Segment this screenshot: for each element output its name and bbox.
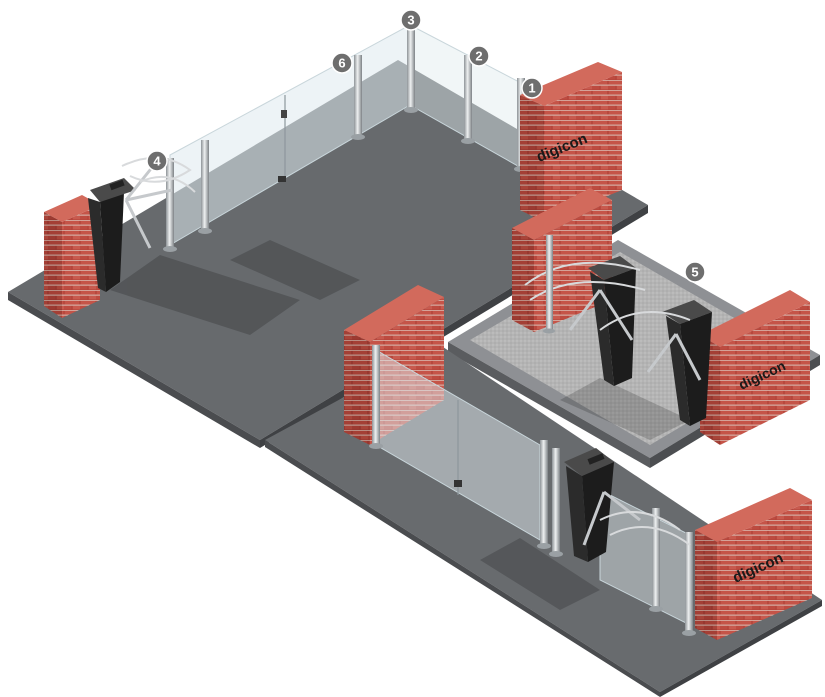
callout-badge-5: 5 (685, 262, 705, 282)
callout-badge-3: 3 (401, 10, 421, 30)
svg-text:1: 1 (528, 81, 535, 96)
callout-badge-2: 2 (469, 46, 489, 66)
svg-text:5: 5 (691, 265, 698, 280)
svg-text:2: 2 (475, 49, 482, 64)
svg-text:3: 3 (407, 13, 414, 28)
callout-badge-6: 6 (332, 53, 352, 73)
callout-badge-4: 4 (147, 151, 167, 171)
callout-badge-1: 1 (522, 78, 542, 98)
svg-text:6: 6 (338, 56, 345, 71)
svg-text:4: 4 (153, 154, 161, 169)
